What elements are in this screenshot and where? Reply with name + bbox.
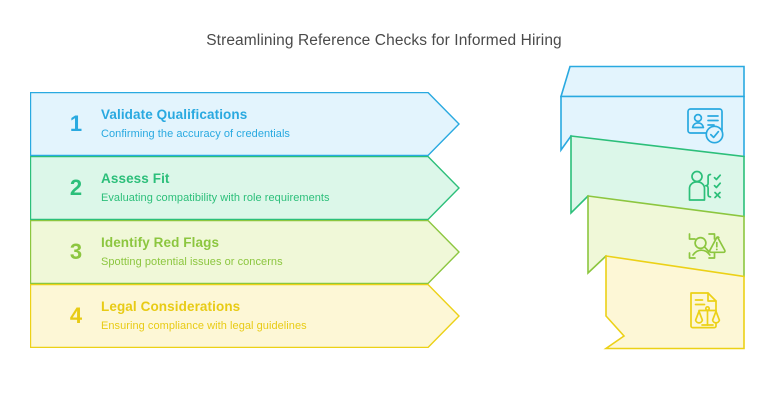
person-checklist-icon — [685, 165, 729, 209]
step-title: Validate Qualifications — [101, 107, 248, 123]
step-number: 2 — [69, 175, 83, 200]
step-row-4[interactable]: 4 Legal Considerations Ensuring complian… — [30, 284, 460, 348]
step-subtitle: Ensuring compliance with legal guideline… — [101, 319, 307, 332]
step-title: Assess Fit — [101, 171, 170, 187]
page-title: Streamlining Reference Checks for Inform… — [206, 32, 562, 49]
step-chevron-shape — [30, 284, 460, 348]
step-row-1[interactable]: 1 Validate Qualifications Confirming the… — [30, 92, 460, 156]
step-chevron-shape — [30, 92, 460, 156]
step-text-block: Assess Fit Evaluating compatibility with… — [101, 156, 330, 220]
step-text-block: Identify Red Flags Spotting potential is… — [101, 220, 283, 284]
step-chevron-shape — [30, 220, 460, 284]
step-number: 1 — [69, 111, 83, 136]
id-card-verified-icon — [685, 104, 729, 148]
scan-warning-icon — [685, 226, 729, 270]
step-number: 4 — [69, 303, 83, 328]
step-number: 3 — [69, 239, 83, 264]
step-text-block: Validate Qualifications Confirming the a… — [101, 92, 290, 156]
funnel-graphic — [560, 60, 755, 355]
step-text-block: Legal Considerations Ensuring compliance… — [101, 284, 307, 348]
document-scales-icon — [685, 288, 729, 332]
funnel-band-header — [560, 65, 745, 98]
step-subtitle: Evaluating compatibility with role requi… — [101, 191, 330, 204]
step-title: Legal Considerations — [101, 299, 241, 315]
step-subtitle: Spotting potential issues or concerns — [101, 255, 283, 268]
step-subtitle: Confirming the accuracy of credentials — [101, 127, 290, 140]
step-title: Identify Red Flags — [101, 235, 220, 251]
step-row-3[interactable]: 3 Identify Red Flags Spotting potential … — [30, 220, 460, 284]
steps-list: 1 Validate Qualifications Confirming the… — [30, 92, 460, 348]
step-chevron-shape — [30, 156, 460, 220]
step-row-2[interactable]: 2 Assess Fit Evaluating compatibility wi… — [30, 156, 460, 220]
